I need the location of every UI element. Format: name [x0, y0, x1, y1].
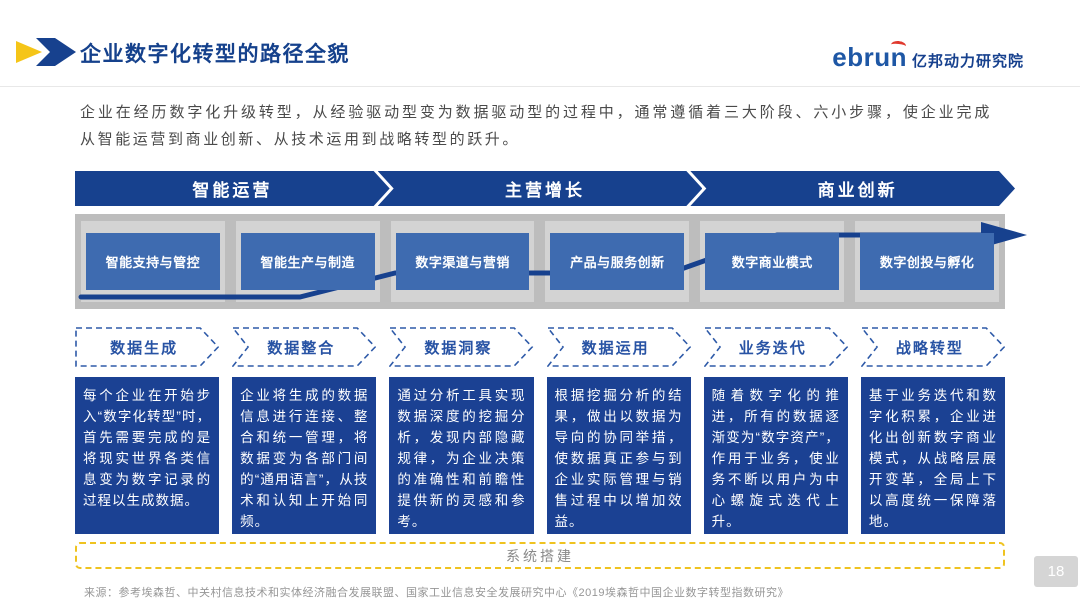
step-label: 数据洞察: [424, 339, 493, 357]
dashed-arrow-shape: [389, 327, 533, 367]
capability-box: 智能生产与制造: [240, 233, 375, 290]
page-title: 企业数字化转型的路径全貌: [80, 43, 350, 66]
step-description: 通过分析工具实现数据深度的挖掘分析，发现内部隐藏规律，为企业决策的准确性和前瞻性…: [389, 377, 534, 534]
stage-main-growth: 主营增长: [378, 171, 703, 206]
stage-business-innovation: 商业创新: [690, 171, 1015, 206]
step-description: 根据挖掘分析的结果，做出以数据为导向的协同举措，使数据真正参与到企业实际管理与销…: [546, 377, 691, 534]
page-number-badge: 18: [1034, 556, 1078, 587]
dashed-arrow-shape: [861, 327, 1005, 367]
capability-box: 数字渠道与营销: [395, 233, 530, 290]
capability-box: 产品与服务创新: [550, 233, 685, 290]
stage-smart-operation: 智能运营: [75, 171, 390, 206]
step-label: 战略转型: [895, 339, 964, 357]
step-arrow-business-iteration: 业务迭代: [704, 327, 848, 367]
capability-box: 数字创投与孵化: [860, 233, 994, 290]
ebrun-logo: ebrun 亿邦动力研究院: [832, 40, 1024, 73]
capability-band: 智能支持与管控 智能生产与制造 数字渠道与营销 产品与服务创新 数字商业模式 数…: [75, 214, 1005, 309]
intro-paragraph: 企业在经历数字化升级转型，从经验驱动型变为数据驱动型的过程中，通常遵循着三大阶段…: [80, 104, 992, 148]
dashed-arrow-shape: [75, 327, 219, 367]
step-label: 数据整合: [267, 339, 336, 357]
header-divider: [0, 86, 1080, 87]
step-label: 数据生成: [110, 339, 179, 357]
logo-brand-text: ebrun: [832, 40, 907, 73]
system-build-bar: 系统搭建: [75, 542, 1005, 569]
capability-cell: 数字创投与孵化: [855, 221, 999, 302]
step-arrow-data-application: 数据运用: [547, 327, 691, 367]
step-description: 随着数字化的推进，所有的数据逐渐变为“数字资产”，作用于业务，使业务不断以用户为…: [703, 377, 848, 534]
capability-cell: 产品与服务创新: [545, 221, 690, 302]
step-arrow-data-generation: 数据生成: [75, 327, 219, 367]
step-description: 每个企业在开始步入“数字化转型”时，首先需要完成的是将现实世界各类信息变为数字记…: [75, 377, 220, 534]
step-label: 数据运用: [581, 339, 650, 357]
logo-brand-label: ebrun: [832, 42, 907, 72]
step-description: 基于业务迭代和数字化积累，企业进化出创新数字商业模式，从战略层展开变革，全局上下…: [860, 377, 1005, 534]
capability-cell: 智能生产与制造: [235, 221, 380, 302]
step-arrow-row: 数据生成 数据整合 数据洞察 数据运用 业务迭代: [75, 327, 1005, 367]
dashed-arrow-shape: [547, 327, 691, 367]
source-note: 来源：参考埃森哲、中关村信息技术和实体经济融合发展联盟、国家工业信息安全发展研究…: [84, 587, 789, 599]
step-label: 业务迭代: [738, 339, 807, 357]
capability-cell: 数字渠道与营销: [390, 221, 535, 302]
stage-chevron-row: 智能运营 主营增长 商业创新: [75, 171, 1015, 206]
capability-cell: 数字商业模式: [700, 221, 845, 302]
logo-org-name: 亿邦动力研究院: [911, 53, 1024, 70]
step-description: 企业将生成的数据信息进行连接、整合和统一管理，将数据变为各部门间的“通用语言”，…: [232, 377, 377, 534]
dashed-arrow-shape: [232, 327, 376, 367]
step-arrow-data-integration: 数据整合: [232, 327, 376, 367]
title-bullet-arrow-icon: [16, 38, 76, 66]
capability-cell: 智能支持与管控: [81, 221, 225, 302]
capability-box: 数字商业模式: [705, 233, 840, 290]
capability-box: 智能支持与管控: [86, 233, 220, 290]
step-description-row: 每个企业在开始步入“数字化转型”时，首先需要完成的是将现实世界各类信息变为数字记…: [75, 377, 1005, 534]
step-arrow-data-insight: 数据洞察: [389, 327, 533, 367]
dashed-arrow-shape: [704, 327, 848, 367]
step-arrow-strategic-transformation: 战略转型: [861, 327, 1005, 367]
